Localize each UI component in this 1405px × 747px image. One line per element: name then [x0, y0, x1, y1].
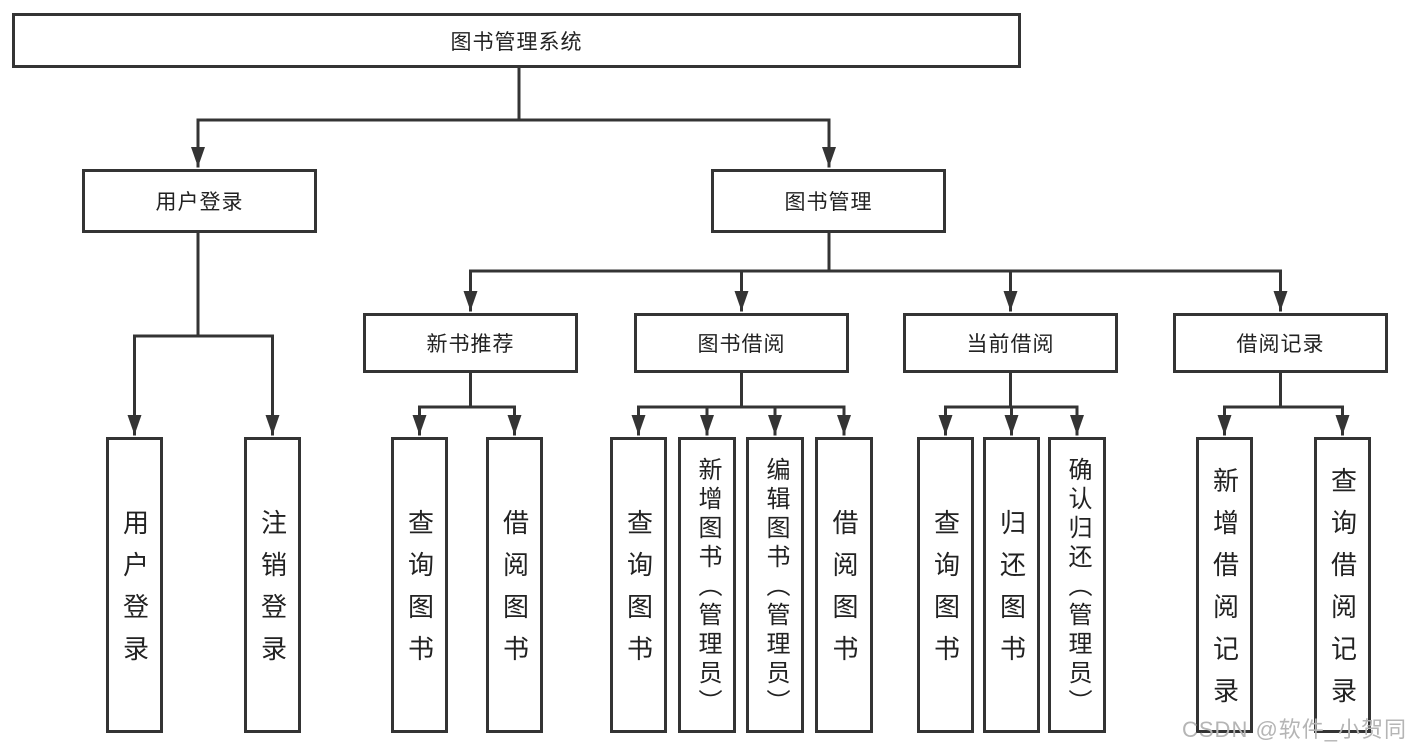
node-user-login-label: 用户登录 — [155, 191, 244, 214]
node-borrow-books-recommend: 借阅图书 — [486, 437, 543, 733]
node-confirm-return-admin-label: 确认归还（管理员） — [1064, 457, 1091, 718]
node-user-login-leaf: 用户登录 — [106, 437, 163, 733]
node-query-books-current: 查询图书 — [917, 437, 974, 733]
node-logout: 注销登录 — [244, 437, 301, 733]
node-return-books: 归还图书 — [983, 437, 1040, 733]
node-logout-label: 注销登录 — [257, 509, 288, 677]
node-borrowing-records: 借阅记录 — [1173, 313, 1388, 373]
connectors-borrowing-records — [1217, 371, 1350, 436]
node-library-system-label: 图书管理系统 — [450, 30, 583, 54]
connectors-new-book-recommend — [412, 371, 522, 436]
csdn-watermark: CSDN @软件_小贺同学 — [1182, 717, 1405, 742]
node-new-book-recommend-label: 新书推荐 — [426, 333, 515, 356]
node-new-book-recommend: 新书推荐 — [363, 313, 578, 373]
connectors-root-to-level2 — [191, 66, 836, 168]
node-library-system: 图书管理系统 — [12, 13, 1021, 68]
node-book-management: 图书管理 — [711, 169, 946, 233]
node-query-books-current-label: 查询图书 — [930, 509, 961, 677]
connectors-book-management — [463, 231, 1288, 312]
node-query-books-recommend: 查询图书 — [391, 437, 448, 733]
node-edit-book-admin-label: 编辑图书（管理员） — [762, 457, 789, 718]
node-book-borrowing: 图书借阅 — [634, 313, 849, 373]
node-query-borrow-record: 查询借阅记录 — [1314, 437, 1371, 733]
node-add-borrow-record: 新增借阅记录 — [1196, 437, 1253, 733]
node-confirm-return-admin: 确认归还（管理员） — [1048, 437, 1106, 733]
node-return-books-label: 归还图书 — [996, 509, 1027, 677]
node-user-login: 用户登录 — [82, 169, 317, 233]
node-borrow-books-recommend-label: 借阅图书 — [499, 509, 530, 677]
connectors-book-borrowing — [631, 371, 851, 436]
node-book-management-label: 图书管理 — [784, 191, 873, 214]
node-borrowing-records-label: 借阅记录 — [1236, 333, 1325, 356]
node-current-borrowing-label: 当前借阅 — [966, 333, 1055, 356]
node-current-borrowing: 当前借阅 — [903, 313, 1118, 373]
node-add-book-admin-label: 新增图书（管理员） — [694, 457, 721, 718]
node-query-books-borrowing: 查询图书 — [610, 437, 667, 733]
node-query-books-recommend-label: 查询图书 — [404, 509, 435, 677]
node-book-borrowing-label: 图书借阅 — [697, 333, 786, 356]
node-borrow-books-leaf: 借阅图书 — [815, 437, 873, 733]
node-query-books-borrowing-label: 查询图书 — [623, 509, 654, 677]
connectors-current-borrowing — [938, 371, 1084, 436]
node-query-borrow-record-label: 查询借阅记录 — [1327, 467, 1358, 719]
node-edit-book-admin: 编辑图书（管理员） — [746, 437, 804, 733]
connectors-user-login — [127, 231, 280, 436]
node-add-borrow-record-label: 新增借阅记录 — [1209, 467, 1240, 719]
node-user-login-leaf-label: 用户登录 — [119, 509, 150, 677]
node-borrow-books-leaf-label: 借阅图书 — [829, 509, 859, 677]
node-add-book-admin: 新增图书（管理员） — [678, 437, 736, 733]
